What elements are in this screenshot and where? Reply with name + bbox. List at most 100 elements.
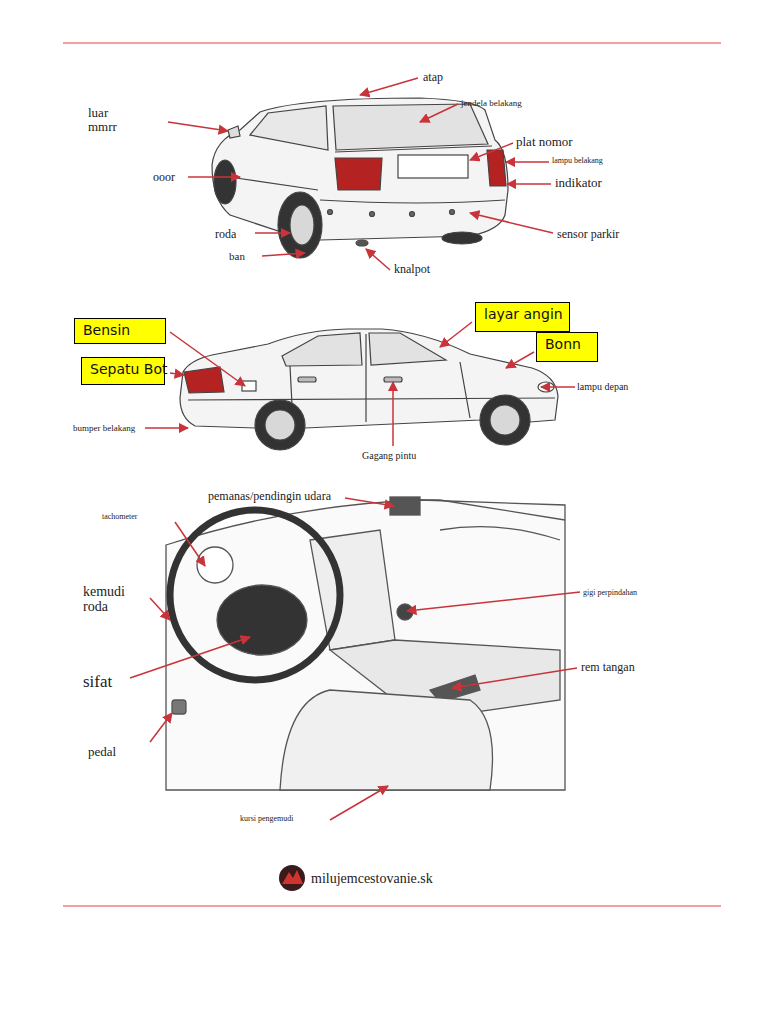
- part-label: indikator: [555, 176, 602, 190]
- rule-line: [63, 42, 721, 44]
- part-label: rem tangan: [581, 661, 635, 674]
- exhaust: [356, 240, 368, 246]
- door-line: [290, 334, 470, 424]
- leader-arrow: [262, 253, 305, 256]
- highlight-box: Bensin: [74, 318, 166, 344]
- leader-arrow: [130, 637, 250, 678]
- door-handle: [384, 377, 402, 382]
- leader-arrow: [507, 183, 551, 185]
- rear-car: [212, 98, 508, 258]
- part-label: roda: [215, 228, 236, 241]
- leader-arrow: [168, 122, 228, 131]
- box-label: Bonn: [537, 333, 597, 352]
- part-label: milujemcestovanie.sk: [311, 871, 433, 886]
- part-label: pemanas/pendingin udara: [208, 490, 331, 503]
- part-label: bumper belakang: [73, 424, 135, 434]
- tail-light: [184, 367, 224, 393]
- leader-arrow: [407, 592, 580, 611]
- part-label: kemudi roda: [83, 584, 139, 615]
- part-label: kursi pengemudi: [240, 815, 294, 824]
- door-line: [236, 178, 318, 190]
- leader-arrow: [440, 322, 472, 347]
- part-label: lampu belakang: [552, 157, 603, 166]
- part-label: ban: [229, 250, 245, 262]
- rule-line: [63, 905, 721, 907]
- leader-arrow: [420, 104, 458, 122]
- logo-mountain: [282, 870, 303, 884]
- part-label: atap: [423, 71, 443, 84]
- wheel-rim: [290, 205, 314, 245]
- wheel: [255, 400, 305, 450]
- steering-hub: [217, 585, 307, 655]
- box-label: layar angin: [476, 303, 569, 322]
- leader-arrow: [170, 373, 184, 375]
- wheel-rim: [490, 405, 520, 435]
- car-body: [212, 98, 508, 242]
- parking-sensor: [328, 210, 333, 215]
- part-label: knalpot: [394, 263, 430, 276]
- leader-arrow: [506, 161, 549, 163]
- mirror: [228, 126, 240, 138]
- part-label: tachometer: [102, 513, 138, 522]
- leader-arrow: [170, 332, 245, 386]
- box-label: Bensin: [75, 319, 165, 338]
- tachometer-dial: [197, 547, 233, 583]
- driver-seat: [280, 690, 493, 790]
- leader-arrow: [345, 498, 394, 506]
- car-interior: [166, 497, 565, 790]
- gear-lever: [397, 604, 413, 620]
- part-label: gigi perpindahan: [583, 589, 637, 598]
- leader-arrow: [360, 78, 418, 95]
- leader-arrow: [470, 143, 513, 160]
- rear-window: [333, 104, 488, 150]
- highlight-box: layar angin: [475, 302, 570, 332]
- part-label: jendela belakang: [461, 99, 522, 109]
- part-label: sensor parkir: [557, 228, 619, 241]
- leader-arrow: [506, 352, 534, 368]
- leader-arrow: [145, 427, 188, 429]
- leader-arrow: [330, 786, 388, 820]
- door-handle: [298, 377, 316, 382]
- leader-arrow: [255, 232, 290, 234]
- leader-arrow: [188, 176, 240, 178]
- part-label: pedal: [88, 745, 116, 759]
- leader-arrow: [541, 386, 575, 388]
- tail-light: [335, 158, 382, 190]
- leader-arrow: [150, 713, 172, 742]
- number-plate: [398, 155, 468, 178]
- parking-sensor: [370, 212, 375, 217]
- wheel: [214, 160, 236, 204]
- highlight-box: Sepatu Bot: [81, 357, 165, 385]
- bumper-line: [320, 200, 505, 203]
- side-window: [282, 333, 362, 366]
- wheel: [442, 232, 482, 244]
- parking-sensor: [410, 212, 415, 217]
- logo-circle: [279, 865, 305, 891]
- leader-arrow: [470, 213, 553, 233]
- pedal: [172, 700, 186, 714]
- leader-arrow: [392, 382, 394, 446]
- door-panel: [420, 500, 565, 540]
- leader-arrow: [366, 249, 390, 270]
- highlight-box: Bonn: [536, 332, 598, 362]
- tail-light: [487, 150, 506, 186]
- leader-arrow: [452, 668, 577, 688]
- leader-arrow: [150, 598, 170, 620]
- trunk-line: [335, 146, 492, 152]
- side-window: [369, 333, 446, 365]
- leader-lines: [130, 78, 580, 820]
- side-window: [250, 106, 328, 150]
- leader-arrow: [175, 522, 205, 566]
- part-label: Gagang pintu: [362, 450, 416, 461]
- wheel: [480, 395, 530, 445]
- part-label: lampu depan: [577, 381, 628, 392]
- part-label: ooor: [153, 171, 175, 184]
- box-label: Sepatu Bot: [82, 358, 164, 377]
- air-vent: [390, 497, 420, 515]
- wheel-rim: [265, 410, 295, 440]
- side-car: [180, 329, 558, 450]
- part-label: luar mmrr: [88, 106, 136, 135]
